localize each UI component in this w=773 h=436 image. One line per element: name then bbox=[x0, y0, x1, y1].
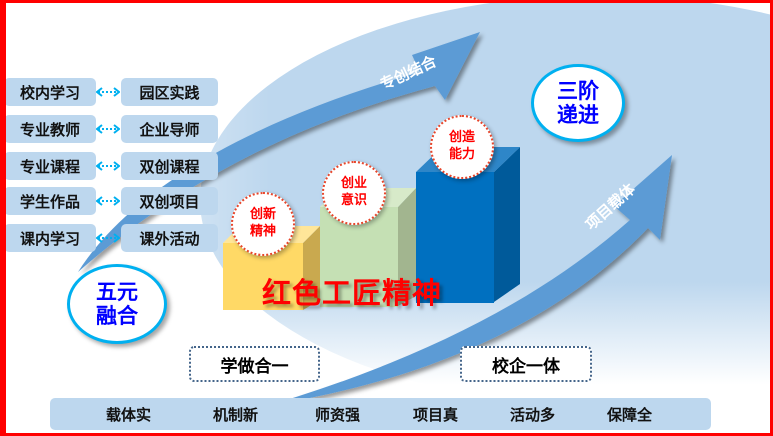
arrow-top bbox=[78, 32, 480, 272]
pair-left-4: 课内学习 bbox=[4, 224, 96, 252]
pair-right-4: 课外活动 bbox=[121, 224, 218, 252]
pair-right-1: 企业导师 bbox=[121, 115, 218, 143]
pair-right-0: 园区实践 bbox=[121, 78, 218, 106]
pair-left-0: 校内学习 bbox=[4, 78, 96, 106]
bottom-bar: 载体实 机制新 师资强 项目真 活动多 保障全 bbox=[50, 398, 711, 430]
circle-entrepreneurship: 创业 意识 bbox=[322, 161, 386, 225]
pair-right-3: 双创项目 bbox=[121, 187, 218, 215]
pair-left-1: 专业教师 bbox=[4, 115, 96, 143]
pair-left-2: 专业课程 bbox=[4, 152, 96, 180]
bottom-label-2: 师资强 bbox=[315, 406, 361, 424]
double-arrow-icon bbox=[96, 124, 120, 134]
double-arrow-icon bbox=[96, 87, 120, 97]
five-integration-oval: 五元 融合 bbox=[67, 264, 167, 344]
circle-innovation: 创新 精神 bbox=[231, 192, 295, 256]
bottom-label-5: 保障全 bbox=[607, 406, 653, 424]
main-title: 红色工匠精神 bbox=[262, 276, 443, 310]
double-arrow-icon bbox=[96, 196, 120, 206]
bottom-label-3: 项目真 bbox=[413, 406, 459, 424]
double-arrow-icon bbox=[96, 161, 120, 171]
pair-left-3: 学生作品 bbox=[4, 187, 96, 215]
bottom-label-4: 活动多 bbox=[510, 406, 556, 424]
dotted-box-learn-do: 学做合一 bbox=[189, 346, 320, 382]
bottom-label-1: 机制新 bbox=[213, 406, 259, 424]
three-stage-oval: 三阶 递进 bbox=[531, 64, 625, 142]
double-arrow-icon bbox=[96, 233, 120, 243]
circle-creation: 创造 能力 bbox=[430, 115, 494, 179]
dotted-box-school-enterprise: 校企一体 bbox=[460, 346, 592, 382]
pair-right-2: 双创课程 bbox=[121, 152, 218, 180]
bottom-label-0: 载体实 bbox=[106, 406, 152, 424]
